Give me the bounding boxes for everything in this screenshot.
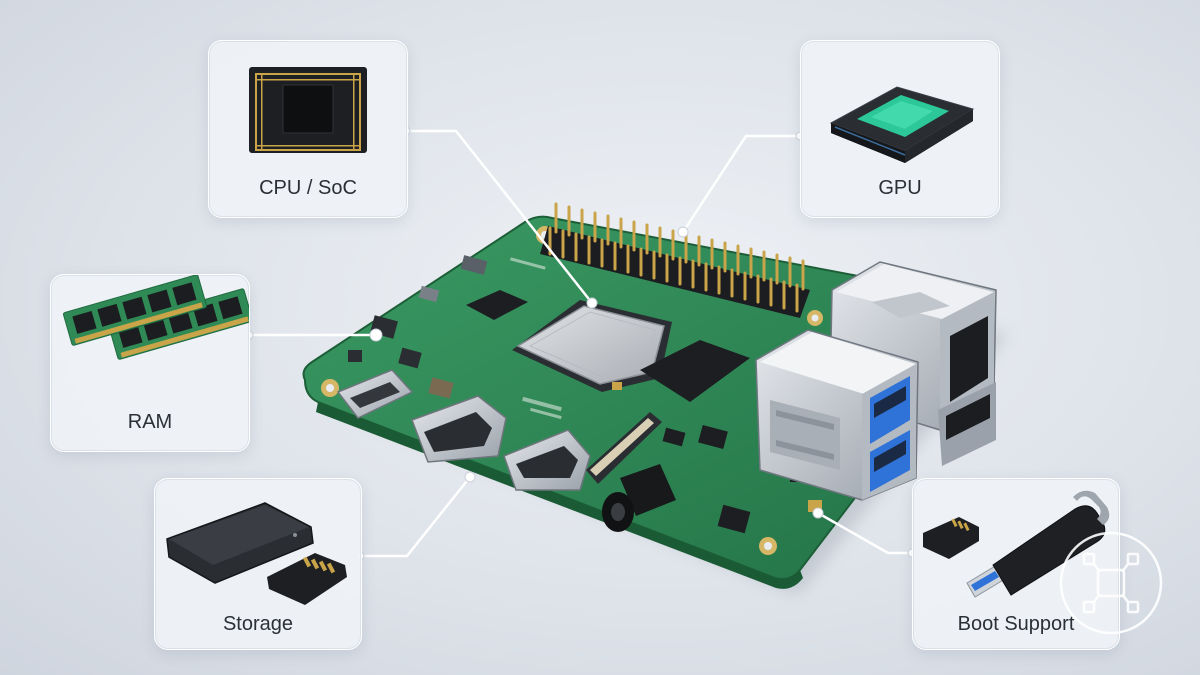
component-card-gpu: GPU <box>800 40 1000 218</box>
connector-lines <box>249 129 912 558</box>
audio-jack <box>602 464 676 532</box>
card-label-ram: RAM <box>127 411 173 433</box>
usb-and-microsd-icon <box>923 490 1110 598</box>
usb-c-port <box>336 369 414 419</box>
watermark-logo-icon <box>1059 531 1163 635</box>
hdmi-port-2 <box>503 429 591 491</box>
ssd-and-microsd-icon <box>166 502 347 605</box>
microsd-card-icon <box>267 553 347 605</box>
connector-boot <box>817 511 912 555</box>
card-label-boot: Boot Support <box>957 613 1075 635</box>
single-board-computer-icon <box>302 202 997 589</box>
card-label-cpu: CPU / SoC <box>259 177 357 199</box>
controller-chip <box>466 290 528 320</box>
usb-3-port-stack <box>755 329 919 501</box>
card-label-gpu: GPU <box>878 177 922 199</box>
gpu-chip-icon <box>829 86 975 163</box>
card-label-storage: Storage <box>222 613 294 635</box>
gpio-header <box>540 202 810 318</box>
usb-2-port-stack <box>938 382 996 466</box>
component-card-cpu: CPU / SoC <box>208 40 408 218</box>
component-card-storage: Storage <box>154 478 362 650</box>
ram-module-icon <box>62 275 249 360</box>
soc-chip-on-board <box>512 300 672 392</box>
microsd-card-icon <box>923 517 979 559</box>
component-card-ram: RAM <box>50 274 250 452</box>
hdmi-port-1 <box>411 395 507 463</box>
connector-gpu <box>681 134 800 233</box>
soc-chip-icon <box>249 67 367 153</box>
connector-cpu <box>406 129 593 304</box>
connector-storage <box>360 476 471 558</box>
usb-flash-drive-icon <box>966 490 1110 598</box>
memory-chip-on-board <box>640 340 750 402</box>
